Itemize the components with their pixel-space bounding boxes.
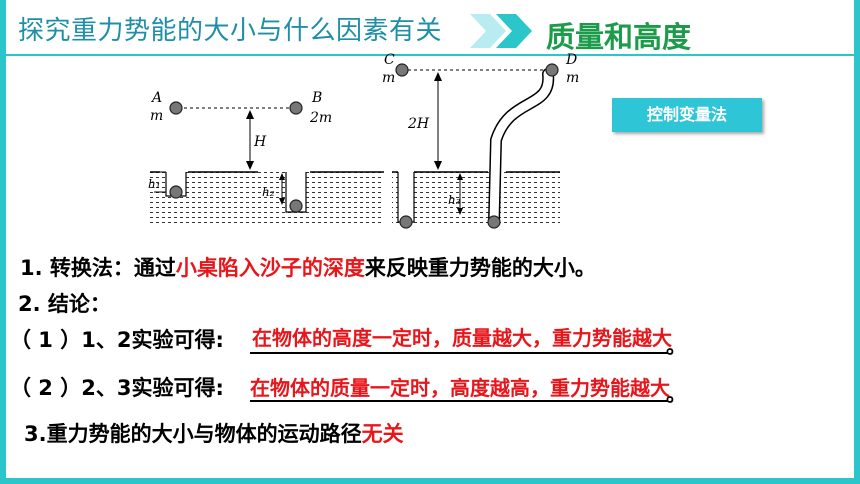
title-underline: [6, 54, 854, 56]
method-label: 控制变量法: [646, 105, 727, 124]
label-C-mass: m: [382, 70, 395, 86]
label-D: D: [565, 52, 577, 68]
label-2H: 2H: [407, 116, 430, 132]
ball-B: [289, 101, 303, 115]
ball-A: [169, 101, 183, 115]
point-3-highlight: 无关: [361, 422, 404, 446]
label-D-mass: m: [566, 70, 579, 86]
point-1-prefix: 1. 转换法：通过: [20, 256, 176, 280]
frame-bottom-border: [0, 478, 860, 484]
double-chevron-icon: [470, 14, 532, 48]
conclusion-2-period: 。: [666, 382, 686, 406]
conclusion-1-prefix: （ 1 ）1、2实验可得:: [10, 328, 224, 352]
label-h3: h₃: [448, 193, 461, 207]
conclusion-1-period: 。: [666, 334, 686, 358]
sand-tray-right: [392, 171, 560, 224]
ball-in-sand-4: [487, 215, 501, 229]
frame-right-border: [854, 0, 860, 484]
conclusion-1-blank-underline: [250, 352, 668, 354]
point-1-suffix: 来反映重力势能的大小。: [364, 256, 596, 280]
label-C: C: [384, 52, 395, 68]
point-3: 3.重力势能的大小与物体的运动路径无关: [24, 418, 404, 448]
ball-in-sand-1: [169, 185, 183, 199]
ball-in-sand-2: [289, 199, 303, 213]
point-1: 1. 转换法：通过小桌陷入沙子的深度来反映重力势能的大小。: [20, 252, 596, 282]
conclusion-2-prefix: （ 2 ）2、3实验可得:: [10, 376, 224, 400]
ball-D: [545, 63, 559, 77]
frame-left-border: [0, 0, 6, 484]
label-B: B: [311, 90, 322, 106]
slide-title: 探究重力势能的大小与什么因素有关: [18, 16, 443, 46]
topic-heading: 质量和高度: [546, 20, 692, 54]
ball-in-sand-3: [399, 215, 413, 229]
experiment-diagram: A m B 2m C m D m H 2H h₁ h₂ h₃: [148, 52, 579, 229]
label-B-mass: 2m: [309, 110, 332, 126]
conclusion-2-answer: 在物体的质量一定时，高度越高，重力势能越大: [250, 376, 670, 400]
ball-C: [395, 63, 409, 77]
point-1-highlight: 小桌陷入沙子的深度: [175, 256, 365, 280]
point-2: 2. 结论：: [18, 292, 111, 316]
label-A-mass: m: [150, 108, 163, 124]
conclusion-2-blank-underline: [250, 400, 668, 402]
label-h2: h₂: [262, 185, 275, 199]
label-h1: h₁: [148, 177, 161, 191]
method-box: 控制变量法: [612, 98, 762, 132]
conclusion-1-answer: 在物体的高度一定时，质量越大，重力势能越大: [252, 326, 672, 350]
point-3-prefix: 3.重力势能的大小与物体的运动路径: [24, 422, 362, 446]
label-H: H: [253, 134, 267, 150]
label-A: A: [150, 90, 162, 106]
